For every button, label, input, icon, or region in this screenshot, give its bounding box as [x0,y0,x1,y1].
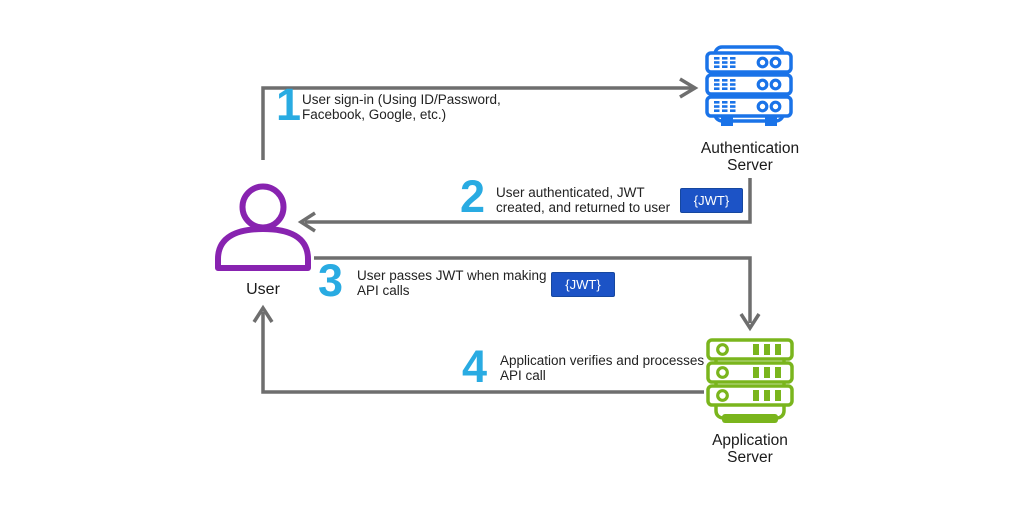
step3-text-line2: API calls [357,283,410,298]
step4-text-line2: API call [500,368,546,383]
jwt-badge-step2: {JWT} [680,188,743,213]
step1-text: User sign-in (Using ID/Password, Faceboo… [302,92,501,122]
jwt-badge-step3: {JWT} [551,272,615,297]
step3-number: 3 [318,255,343,306]
step1-number: 1 [276,79,301,130]
arrow-step3-head [739,313,761,332]
auth-server-icon [705,45,793,126]
step2-text-line2: created, and returned to user [496,200,671,215]
step1-text-line2: Facebook, Google, etc.) [302,107,447,122]
arrow-step2-head [297,211,316,233]
auth-server-label-line2: Server [727,157,773,174]
arrow-step3 [314,256,752,323]
arrow-step4 [261,312,704,394]
arrow-step1-head [679,77,699,99]
app-server-label-line1: Application [712,432,788,449]
step1-text-line1: User sign-in (Using ID/Password, [302,92,501,107]
app-server-label-line2: Server [727,449,773,466]
step2-text: User authenticated, JWT created, and ret… [496,185,670,215]
user-label: User [246,281,280,298]
arrow-step4-head [252,304,274,323]
arrow-step1 [261,86,693,160]
step3-text: User passes JWT when making API calls [357,268,547,298]
auth-server-label-line1: Authentication [700,140,800,157]
arrow-step2 [305,178,752,224]
step4-text: Application verifies and processes API c… [500,353,704,383]
auth-server-label: Authentication Server [690,140,810,174]
step3-text-line1: User passes JWT when making [357,268,547,283]
app-server-icon [706,338,794,423]
step2-number: 2 [460,171,485,222]
user-icon [215,183,311,271]
app-server-label: Application Server [690,432,810,466]
step4-text-line1: Application verifies and processes [500,353,705,368]
step2-text-line1: User authenticated, JWT [496,185,645,200]
step4-number: 4 [462,341,487,392]
